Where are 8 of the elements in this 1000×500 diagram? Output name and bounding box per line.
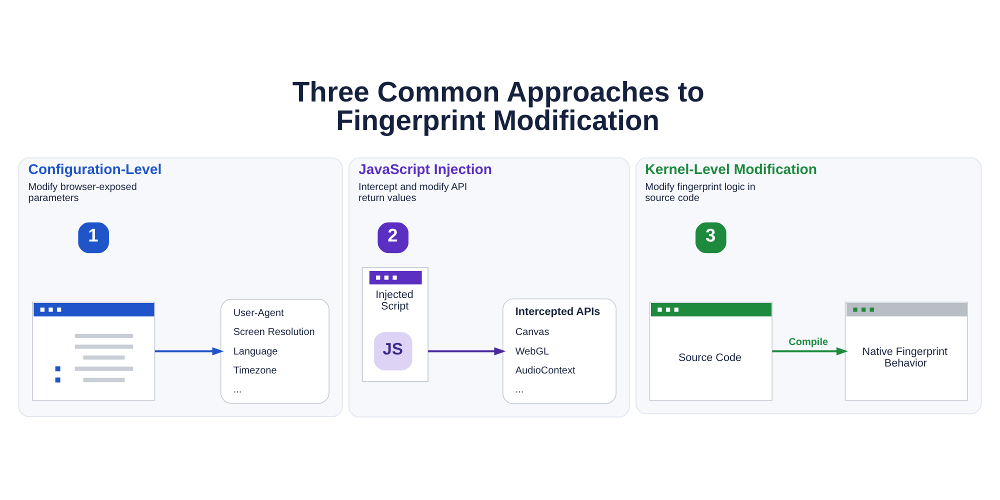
arrow — [154, 347, 224, 356]
diagram-title: Three Common Approaches to Fingerprint Modification — [292, 75, 704, 136]
node-box: Intercepted APIs Canvas WebGL AudioContext ... — [502, 298, 616, 404]
arrow — [428, 347, 506, 356]
edge-label: Compile — [788, 337, 828, 348]
node-box: JS — [374, 332, 412, 370]
arrow — [772, 347, 848, 356]
node-box: User-Agent Screen Resolution Language Timezone ... — [220, 298, 330, 404]
